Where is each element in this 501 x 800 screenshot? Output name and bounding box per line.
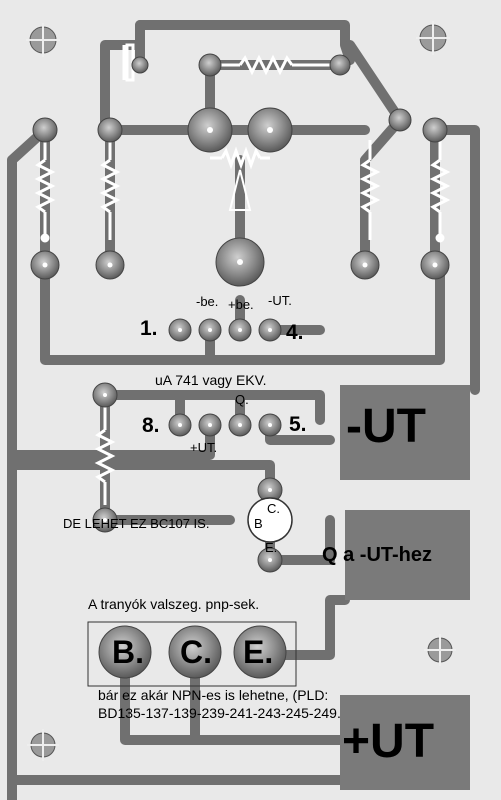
resistor-icon (359, 140, 381, 240)
label-supply-minus-top: -UT. (268, 293, 292, 308)
label-ic-name: uA 741 vagy EKV. (155, 372, 267, 388)
mounting-hole-icon (424, 634, 456, 666)
label-pin-8: 8. (142, 414, 160, 437)
label-bd-list: BD135-137-139-239-241-243-245-249. (98, 705, 341, 721)
label-transistor-e: E. (265, 540, 278, 555)
label-transistor-note: A tranyók valszeg. pnp-sek. (88, 596, 260, 612)
supply-plus-block (340, 695, 470, 790)
label-pin-1: 1. (140, 317, 158, 340)
label-big-plus-ut: +UT (342, 715, 435, 768)
label-supply-plus-small: +UT. (190, 440, 218, 455)
label-pad-b: B. (112, 634, 144, 670)
label-transistor-b: B (254, 516, 263, 531)
drill-holes (42, 127, 438, 562)
mounting-hole-icon (416, 21, 450, 55)
transistor-outline-icon (247, 497, 293, 543)
power-transistor-outline (87, 621, 297, 687)
mounting-hole-icon (26, 23, 60, 57)
label-pad-c: C. (180, 634, 212, 670)
resistor-icon (34, 140, 56, 243)
potentiometer-icon (210, 146, 270, 211)
label-big-minus-ut: -UT (346, 400, 426, 453)
q-output-block (345, 510, 470, 600)
label-q-to-minus-ut: Q a -UT-hez (322, 544, 433, 566)
supply-minus-block (340, 385, 470, 480)
label-pin-5: 5. (289, 413, 307, 436)
mounting-hole-icon (27, 729, 59, 761)
resistor-icon (99, 140, 121, 240)
label-alt-transistor: DE LEHET EZ BC107 IS. (63, 516, 210, 531)
label-q-output: Q. (235, 392, 249, 407)
label-npn-note: bár ez akár NPN-es is lehetne, (PLD: (98, 687, 329, 703)
label-transistor-c: C. (267, 501, 280, 516)
resistor-icon (94, 405, 116, 505)
label-input-minus: -be. (196, 294, 219, 309)
label-input-plus: +be. (228, 297, 254, 312)
label-pin-4: 4. (286, 321, 304, 344)
resistor-icon (429, 140, 451, 243)
label-pad-e: E. (243, 634, 274, 670)
